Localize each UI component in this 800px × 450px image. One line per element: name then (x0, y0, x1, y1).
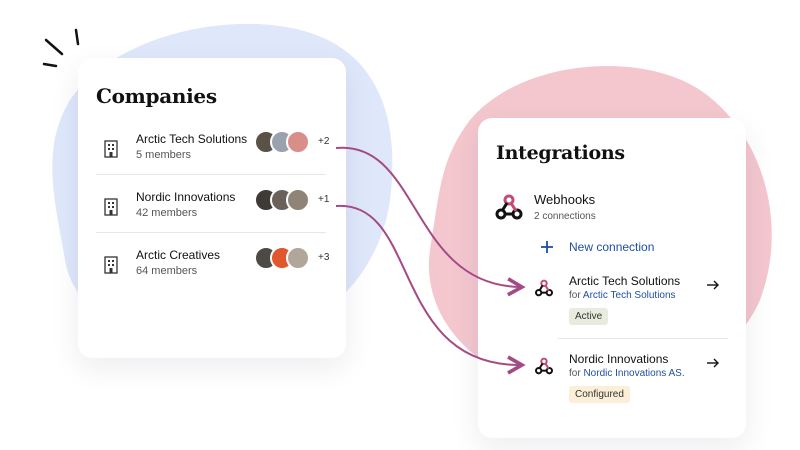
arrow-right-icon[interactable] (706, 356, 720, 370)
webhooks-subtitle: 2 connections (534, 211, 596, 222)
company-name: Nordic Innovations (136, 190, 236, 204)
webhooks-header: Webhooks 2 connections (494, 190, 734, 226)
extra-members-count: +2 (318, 136, 330, 147)
company-members: 5 members (136, 149, 192, 161)
spark-decoration-left (42, 28, 80, 68)
connection-for-label: for (569, 368, 581, 379)
webhooks-title: Webhooks (534, 192, 596, 207)
avatar (286, 130, 310, 154)
webhook-icon (535, 279, 553, 297)
connection-company-link[interactable]: Arctic Tech Solutions (582, 290, 676, 301)
company-members: 64 members (136, 265, 198, 277)
company-row[interactable]: Arctic Creatives 64 members +3 (96, 246, 330, 304)
connection-name: Arctic Tech Solutions (569, 274, 681, 288)
webhook-icon (495, 194, 523, 220)
status-badge: Active (569, 308, 609, 325)
plus-icon (541, 241, 553, 253)
integrations-card: Integrations Webhooks 2 connections New … (478, 118, 746, 438)
avatar (286, 246, 310, 270)
connection-for-label: for (569, 290, 581, 301)
row-divider (558, 338, 728, 339)
new-connection-button[interactable]: New connection (540, 238, 710, 258)
company-name: Arctic Tech Solutions (136, 132, 248, 146)
building-icon (104, 140, 118, 158)
avatar (286, 188, 310, 212)
arrow-right-icon[interactable] (706, 278, 720, 292)
connection-company-link[interactable]: Nordic Innovations AS. (583, 368, 685, 379)
company-row[interactable]: Nordic Innovations 42 members +1 (96, 188, 330, 246)
connection-target: for Arctic Tech Solutions (569, 290, 676, 301)
row-divider (96, 174, 326, 175)
company-name: Arctic Creatives (136, 248, 221, 262)
status-badge: Configured (569, 386, 630, 403)
row-divider (96, 232, 326, 233)
extra-members-count: +1 (318, 194, 330, 205)
building-icon (104, 256, 118, 274)
extra-members-count: +3 (318, 252, 330, 263)
avatar-group (254, 188, 314, 212)
companies-title: Companies (96, 84, 217, 108)
avatar-group (254, 246, 314, 270)
avatar-group (254, 130, 314, 154)
connection-target: for Nordic Innovations AS. (569, 368, 685, 379)
company-members: 42 members (136, 207, 198, 219)
integrations-title: Integrations (496, 142, 625, 164)
webhook-icon (535, 357, 553, 375)
companies-card: Companies Arctic Tech Solutions 5 member… (78, 58, 346, 358)
connection-row[interactable]: Nordic Innovations for Nordic Innovation… (534, 352, 730, 422)
company-row[interactable]: Arctic Tech Solutions 5 members +2 (96, 130, 330, 188)
connection-row[interactable]: Arctic Tech Solutions for Arctic Tech So… (534, 274, 730, 344)
new-connection-label: New connection (569, 240, 655, 254)
connection-name: Nordic Innovations (569, 352, 669, 366)
building-icon (104, 198, 118, 216)
